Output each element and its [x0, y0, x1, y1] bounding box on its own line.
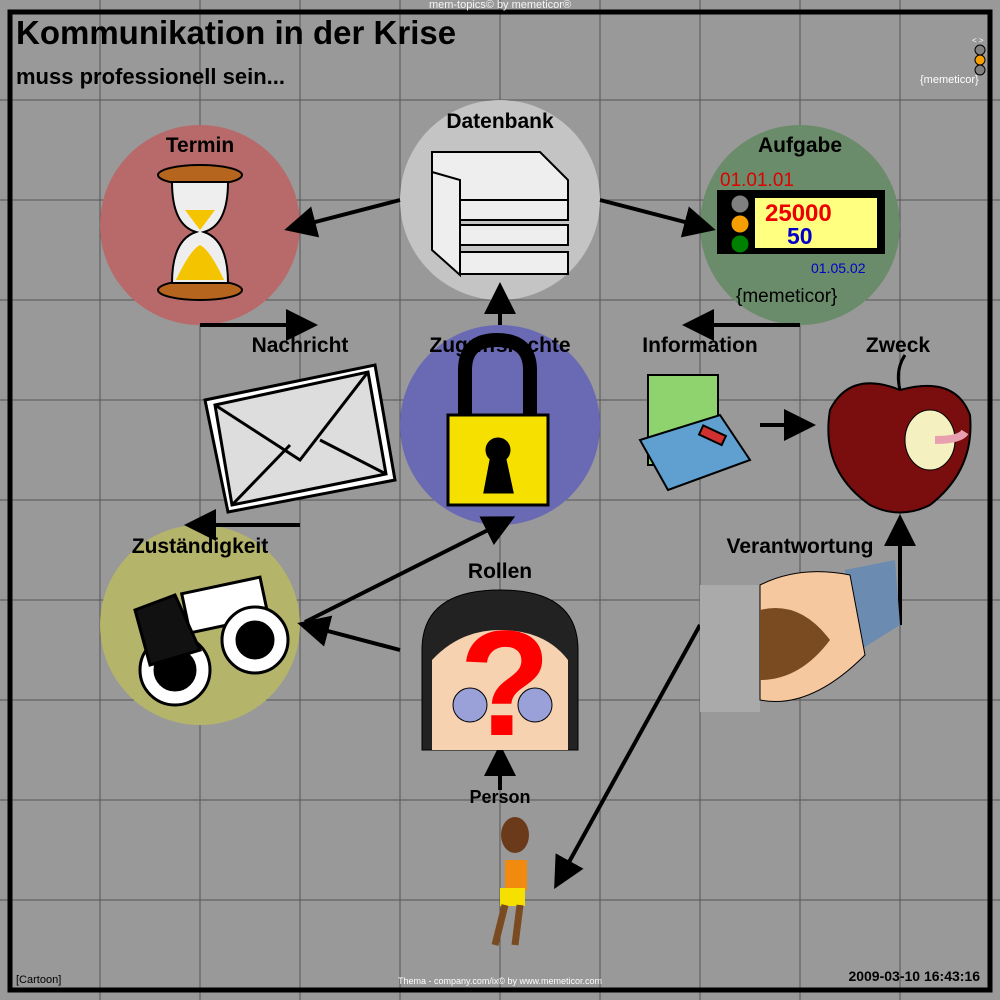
node-nachricht[interactable]: Nachricht [251, 334, 349, 357]
node-aufgabe[interactable]: Aufgabe [758, 134, 842, 157]
footer-category: [Cartoon] [16, 974, 62, 986]
footer-timestamp: 2009-03-10 16:43:16 [848, 968, 980, 984]
page-title: Kommunikation in der Krise [16, 14, 457, 51]
frame [7, 9, 993, 993]
nav-arrows[interactable]: < > [972, 36, 984, 45]
top-credit: mem-topics© by memeticor® [428, 0, 572, 11]
aufgabe-end-date: 01.05.02 [811, 260, 866, 276]
envelope-icon [203, 363, 397, 514]
traffic-light-counter-icon [717, 190, 885, 254]
hourglass-icon [157, 164, 243, 301]
node-datenbank[interactable]: Datenbank [446, 110, 554, 133]
aufgabe-start-date: 01.01.01 [720, 170, 794, 191]
aufgabe-brand: {memeticor} [736, 286, 838, 307]
page-subtitle: muss professionell sein... [16, 64, 285, 89]
aufgabe-value-big: 25000 [765, 200, 832, 227]
apple-with-worm-icon [827, 354, 972, 514]
node-zweck[interactable]: Zweck [865, 334, 931, 357]
status-light-orange [974, 54, 986, 66]
node-rollen[interactable]: Rollen [467, 560, 533, 583]
corner-brand: {memeticor} [920, 74, 979, 86]
node-zugriffsrechte[interactable]: Zugriffsrechte [429, 334, 571, 357]
node-verantwortung[interactable]: Verantwortung [726, 535, 874, 558]
status-light-gray-bottom [974, 64, 986, 76]
node-information[interactable]: Information [642, 334, 758, 357]
svg-text:?: ? [459, 599, 551, 767]
status-light-gray [974, 44, 986, 56]
footer-credit[interactable]: Thema - company.com/ix© by www.memeticor… [397, 976, 603, 986]
cartoon-woman-icon [491, 817, 529, 946]
question-face-icon: ? [421, 589, 579, 767]
connector-arrows [184, 198, 916, 890]
database-server-icon [431, 151, 569, 278]
aufgabe-value-small: 50 [787, 223, 813, 249]
node-zustaendigkeit[interactable]: Zuständigkeit [131, 535, 269, 558]
node-termin[interactable]: Termin [165, 134, 235, 157]
node-person[interactable]: Person [469, 787, 531, 807]
books-icon [638, 374, 752, 492]
padlock-icon [446, 332, 550, 507]
binoculars-icon [133, 575, 290, 707]
handshake-icon [700, 560, 900, 712]
